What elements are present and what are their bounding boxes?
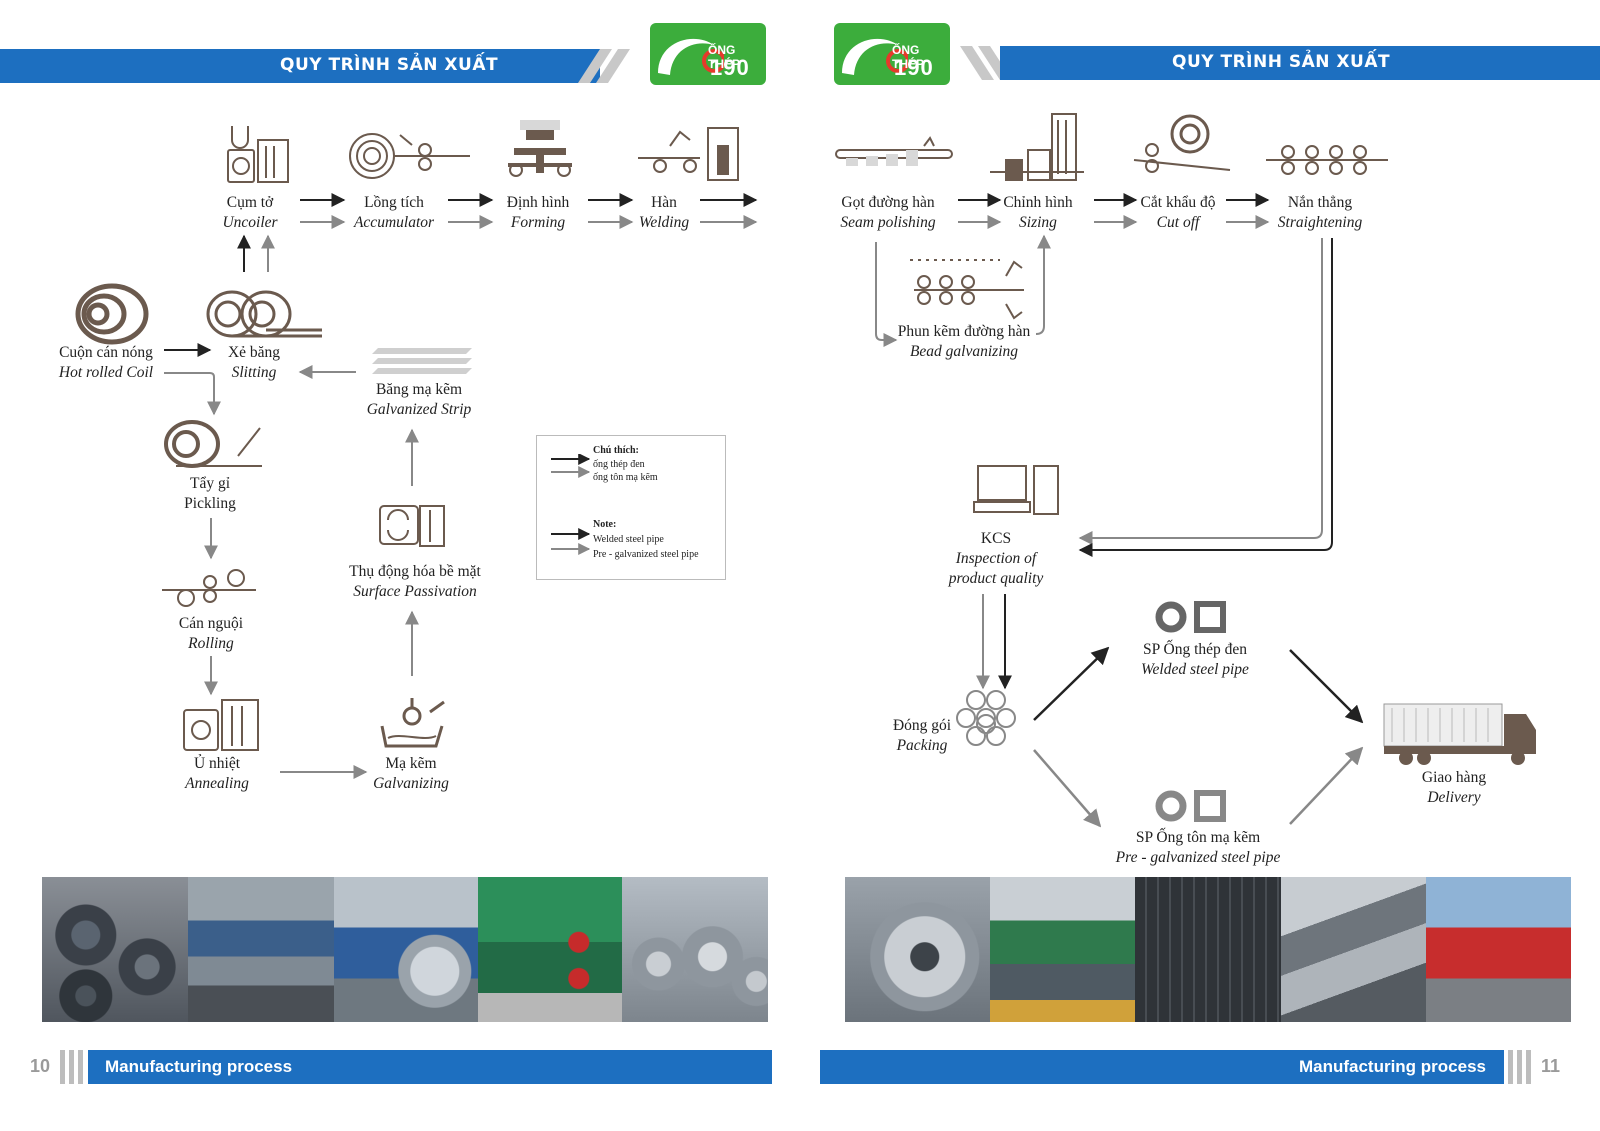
logo-swoosh-icon (658, 38, 724, 75)
legend-arrows (551, 454, 591, 555)
steel-coils-photo (42, 877, 188, 1022)
hot-rolled-coil-icon (75, 283, 149, 345)
left-header-stripes (578, 49, 630, 83)
pickling-icon (164, 420, 262, 468)
right-page-number: 11 (1541, 1056, 1561, 1076)
surface-passivation-icon (379, 505, 445, 547)
left-process-diagram (75, 120, 758, 779)
legend-en-gray: Pre - galvanized steel pipe (593, 549, 699, 560)
pregalv-pipe-icon (1155, 790, 1226, 822)
left-header-band: QUY TRÌNH SẢN XUẤT (0, 49, 600, 83)
steel-profiles-photo (1281, 877, 1426, 1022)
kcs-computer-icon (973, 465, 1059, 515)
galvanized-strip-icon (372, 348, 472, 374)
cut-off-icon (1133, 114, 1231, 173)
legend-en-heading: Note: (593, 519, 617, 530)
logo-swoosh-icon (842, 38, 908, 75)
straightening-icon (1266, 145, 1388, 175)
left-footer-band: Manufacturing process (88, 1050, 772, 1084)
uncoiler-icon (227, 126, 289, 183)
left-footer-title: Manufacturing process (105, 1057, 293, 1076)
forming-icon (508, 120, 572, 177)
right-footer-title: Manufacturing process (1298, 1057, 1486, 1076)
logo-line1: ỐNG THÉP (892, 43, 925, 71)
right-process-diagram (835, 113, 1536, 828)
legend-vi-black: ống thép đen (593, 459, 645, 470)
slitting-icon (206, 290, 322, 338)
delivery-truck-icon (1383, 703, 1536, 765)
right-header-title: QUY TRÌNH SẢN XUẤT (1172, 52, 1391, 72)
right-header-band: QUY TRÌNH SẢN XUẤT (1000, 46, 1600, 80)
annealing-icon (183, 699, 259, 751)
left-footer-stripes (60, 1050, 83, 1084)
coil-processing-photo (334, 877, 478, 1022)
welded-pipe-icon (1155, 601, 1226, 633)
right-logo: ỐNG THÉP 190 (834, 23, 950, 85)
right-footer-stripes (1508, 1050, 1531, 1084)
logo-line2: 190 (894, 55, 934, 80)
rolling-icon (162, 569, 256, 607)
sizing-icon (990, 113, 1084, 181)
seam-polishing-icon (835, 136, 953, 166)
bead-galvanizing-icon (910, 259, 1024, 320)
legend-vi-gray: ống tôn mạ kẽm (593, 472, 658, 483)
square-pipes-photo (1135, 877, 1281, 1022)
logo-line2: 190 (710, 55, 750, 80)
legend-vi-heading: Chú thích: (593, 445, 639, 456)
welding-icon (638, 127, 739, 181)
galvanizing-icon (380, 698, 445, 748)
right-footer-band: Manufacturing process (820, 1050, 1504, 1084)
galvanized-coil-photo (845, 877, 990, 1022)
galvanized-coils-photo (622, 877, 768, 1022)
pipe-mill-photo (478, 877, 622, 1022)
production-line-photo (990, 877, 1135, 1022)
accumulator-icon (349, 133, 470, 179)
legend-en-black: Welded steel pipe (593, 534, 664, 545)
left-logo: ỐNG THÉP 190 (650, 23, 766, 85)
left-header-title: QUY TRÌNH SẢN XUẤT (280, 55, 499, 75)
logo-line1: ỐNG THÉP (708, 43, 741, 71)
legend-box: Chú thích: ống thép đen ống tôn mạ kẽm N… (536, 435, 726, 580)
slitting-line-photo (188, 877, 334, 1022)
packing-icon (956, 690, 1016, 746)
left-page-number: 10 (30, 1056, 51, 1076)
delivery-trucks-photo (1426, 877, 1571, 1022)
